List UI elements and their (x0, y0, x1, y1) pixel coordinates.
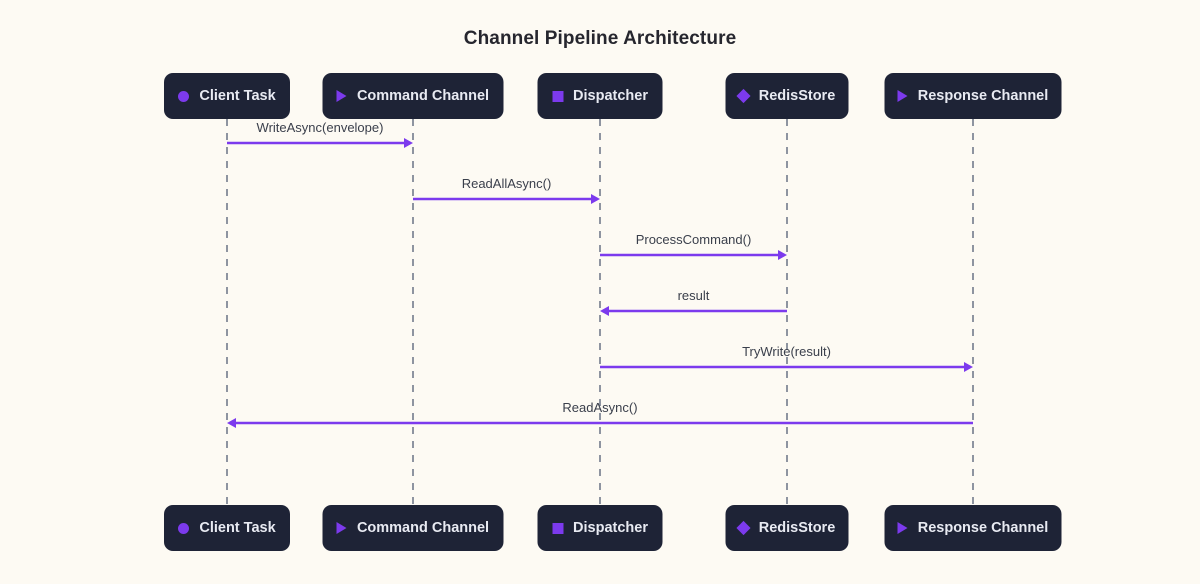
participant-label: Response Channel (917, 88, 1049, 104)
square-icon (552, 522, 564, 534)
message-label: result (678, 288, 710, 303)
participant-dispatcher-bottom[interactable]: Dispatcher (537, 505, 663, 551)
message-label: TryWrite(result) (742, 344, 831, 359)
message-arrowhead (591, 194, 600, 204)
message-arrowhead (778, 250, 787, 260)
diamond-icon (736, 520, 751, 536)
message-4: result (600, 288, 787, 316)
participant-label: Response Channel (917, 520, 1049, 536)
triangle-icon (897, 522, 908, 534)
participant-command-channel-top[interactable]: Command Channel (322, 73, 504, 119)
message-label: ReadAllAsync() (462, 176, 552, 191)
participant-label: RedisStore (758, 520, 836, 536)
circle-icon (178, 522, 190, 534)
message-5: TryWrite(result) (600, 344, 973, 372)
participant-label: RedisStore (758, 88, 836, 104)
message-label: WriteAsync(envelope) (257, 120, 384, 135)
message-6: ReadAsync() (227, 400, 973, 428)
participant-response-channel-bottom[interactable]: Response Channel (884, 505, 1062, 551)
message-label: ReadAsync() (562, 400, 637, 415)
message-1: WriteAsync(envelope) (227, 120, 413, 148)
message-label: ProcessCommand() (636, 232, 752, 247)
square-icon (552, 90, 564, 102)
circle-icon (178, 90, 190, 102)
participant-redis-store-top[interactable]: RedisStore (725, 73, 849, 119)
diamond-icon (736, 88, 751, 104)
triangle-icon (897, 90, 908, 102)
message-2: ReadAllAsync() (413, 176, 600, 204)
participant-dispatcher-top[interactable]: Dispatcher (537, 73, 663, 119)
participant-label: Client Task (199, 88, 276, 104)
participant-redis-store-bottom[interactable]: RedisStore (725, 505, 849, 551)
participant-label: Client Task (199, 520, 276, 536)
participant-command-channel-bottom[interactable]: Command Channel (322, 505, 504, 551)
participant-label: Command Channel (356, 88, 490, 104)
participant-label: Dispatcher (573, 88, 648, 104)
triangle-icon (336, 90, 347, 102)
message-arrowhead (600, 306, 609, 316)
message-arrowhead (227, 418, 236, 428)
participant-response-channel-top[interactable]: Response Channel (884, 73, 1062, 119)
message-arrowhead (964, 362, 973, 372)
participant-client-task-top[interactable]: Client Task (164, 73, 290, 119)
participant-client-task-bottom[interactable]: Client Task (164, 505, 290, 551)
participant-label: Command Channel (356, 520, 490, 536)
participant-label: Dispatcher (573, 520, 648, 536)
message-3: ProcessCommand() (600, 232, 787, 260)
page-title: Channel Pipeline Architecture (463, 28, 737, 49)
triangle-icon (336, 522, 347, 534)
message-arrowhead (404, 138, 413, 148)
